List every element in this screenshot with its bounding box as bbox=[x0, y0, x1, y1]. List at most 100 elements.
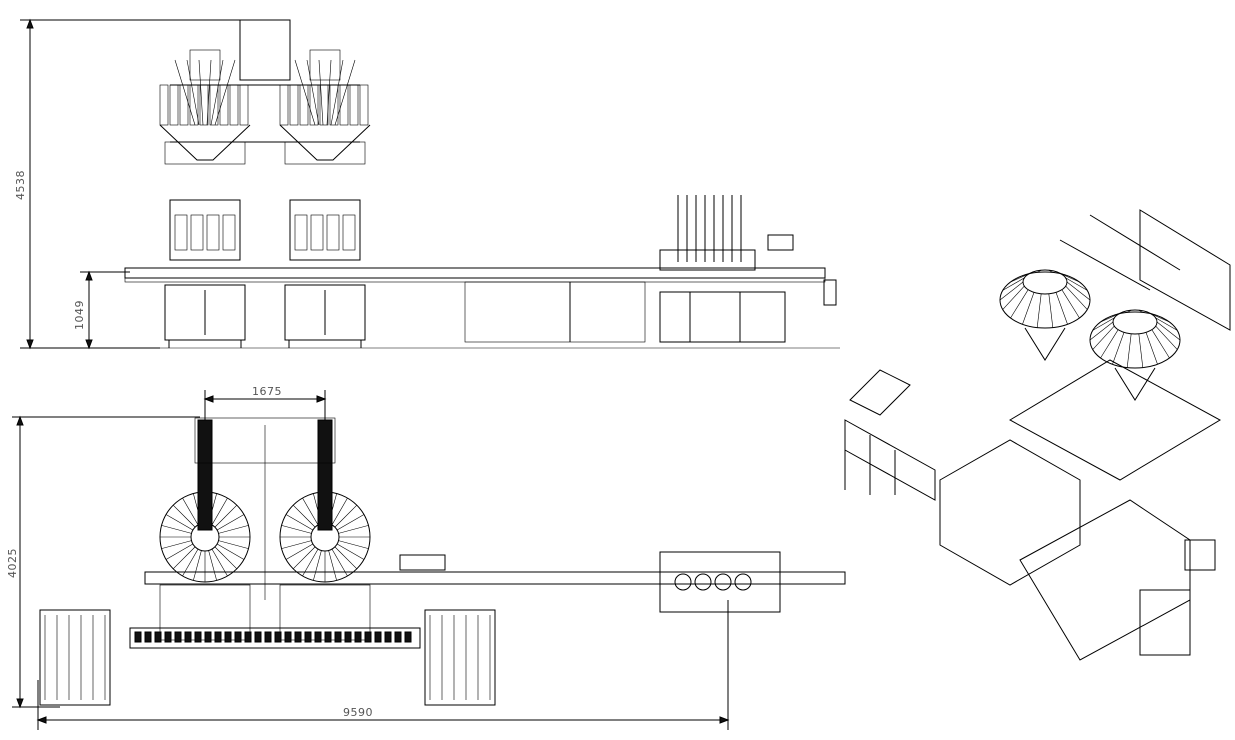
drawing-line bbox=[999, 281, 1024, 301]
drawing-line bbox=[338, 525, 369, 534]
chain-link bbox=[304, 631, 312, 643]
drawing-line bbox=[1061, 289, 1080, 319]
drawing-line bbox=[198, 59, 204, 126]
drawing-line bbox=[1145, 332, 1158, 365]
dimension-label-1049: 1049 bbox=[73, 300, 86, 330]
dimension-label-1675: 1675 bbox=[252, 385, 282, 398]
chain-link bbox=[234, 631, 242, 643]
conveyor-top bbox=[144, 571, 846, 585]
control-panel bbox=[767, 234, 794, 251]
drawing-line bbox=[1138, 333, 1144, 368]
weigher-bucket bbox=[349, 84, 359, 126]
drawing-line bbox=[285, 514, 314, 531]
chain-link bbox=[254, 631, 262, 643]
drawing-rect bbox=[190, 214, 204, 251]
drawing-line bbox=[331, 497, 348, 526]
drawing-line bbox=[1010, 289, 1029, 319]
drawing-line bbox=[186, 59, 200, 126]
chain-link bbox=[344, 631, 352, 643]
isometric-view bbox=[844, 209, 1231, 661]
drawing-line bbox=[1155, 325, 1178, 350]
drawing-line bbox=[174, 59, 196, 126]
drawing-line bbox=[1089, 321, 1114, 341]
chain-link bbox=[274, 631, 282, 643]
drawing-line bbox=[1022, 292, 1035, 325]
filler-unit bbox=[289, 199, 361, 261]
conveyor-frame bbox=[464, 281, 646, 343]
labeler-roll bbox=[734, 573, 752, 591]
chain-link bbox=[224, 631, 232, 643]
iso-hopper bbox=[849, 369, 911, 416]
weigher-bucket bbox=[359, 84, 369, 126]
drawing-line bbox=[1061, 274, 1080, 283]
drawing-line bbox=[214, 504, 238, 528]
drawing-line bbox=[172, 546, 196, 570]
drawing-rect bbox=[206, 214, 220, 251]
gantry bbox=[239, 19, 291, 81]
iso-gantry bbox=[1139, 209, 1231, 331]
chain-link bbox=[134, 631, 142, 643]
drawing-line bbox=[218, 540, 249, 549]
motor bbox=[823, 279, 837, 306]
dimension-weigher-spacing: 1675 bbox=[203, 385, 327, 420]
weigher-bucket bbox=[179, 84, 189, 126]
drawing-line bbox=[216, 543, 245, 560]
drawing-line bbox=[208, 550, 217, 581]
weigher-bucket bbox=[159, 84, 169, 126]
drawing-line bbox=[182, 548, 199, 577]
drawing-line bbox=[1138, 309, 1143, 313]
drawing-line bbox=[1048, 293, 1054, 328]
drawing-line bbox=[302, 548, 319, 577]
weigher-bucket bbox=[279, 84, 289, 126]
front-machine-outline bbox=[20, 19, 840, 349]
chain-link bbox=[184, 631, 192, 643]
labeler-roll bbox=[714, 573, 732, 591]
front-view: 4538 1049 bbox=[14, 18, 840, 350]
chain-link bbox=[244, 631, 252, 643]
drawing-line bbox=[1048, 269, 1053, 273]
drawing-line bbox=[302, 497, 319, 526]
drawing-line bbox=[1127, 309, 1132, 313]
dimension-label-9590: 9590 bbox=[343, 706, 373, 719]
drawing-line bbox=[1092, 317, 1115, 331]
drawing-line bbox=[216, 514, 245, 531]
drawing-line bbox=[211, 548, 228, 577]
labeler-cabinet bbox=[659, 291, 786, 343]
drawing-line bbox=[313, 550, 322, 581]
labeler-roll bbox=[694, 573, 712, 591]
iso-cone bbox=[1024, 327, 1066, 361]
chain-link bbox=[314, 631, 322, 643]
drawing-line bbox=[1092, 325, 1115, 350]
iso-weigher-top bbox=[1022, 269, 1068, 295]
weigher-bucket bbox=[309, 84, 319, 126]
drawing-line bbox=[336, 543, 365, 560]
top-view: 1675 4025 9590 bbox=[6, 385, 846, 730]
weigher-bucket bbox=[239, 84, 249, 126]
chain-link bbox=[264, 631, 272, 643]
drawing-line bbox=[182, 497, 199, 526]
iso-labeler-cabinet bbox=[1139, 589, 1191, 656]
drawing-line bbox=[1065, 285, 1088, 310]
chain-link bbox=[294, 631, 302, 643]
cabinet bbox=[164, 284, 246, 341]
chain-link bbox=[164, 631, 172, 643]
drawing-line bbox=[1156, 321, 1181, 341]
feed-chute bbox=[317, 419, 333, 531]
drawing-line bbox=[161, 525, 192, 534]
chain-link bbox=[404, 631, 412, 643]
drawing-line bbox=[1145, 311, 1158, 317]
drawing-line bbox=[330, 59, 344, 126]
drawing-line bbox=[1055, 292, 1068, 325]
drawing-line bbox=[210, 59, 224, 126]
drawing-line bbox=[165, 543, 194, 560]
chain-link bbox=[144, 631, 152, 643]
chain-link bbox=[324, 631, 332, 643]
capper-unit bbox=[39, 609, 111, 706]
dimension-label-4025: 4025 bbox=[6, 548, 19, 578]
drawing-line bbox=[193, 550, 202, 581]
drawing-line bbox=[1002, 285, 1025, 310]
drawing-rect bbox=[326, 214, 340, 251]
drawing-line bbox=[1002, 277, 1025, 291]
drawing-line bbox=[214, 546, 238, 570]
drawing-line bbox=[1055, 271, 1068, 277]
